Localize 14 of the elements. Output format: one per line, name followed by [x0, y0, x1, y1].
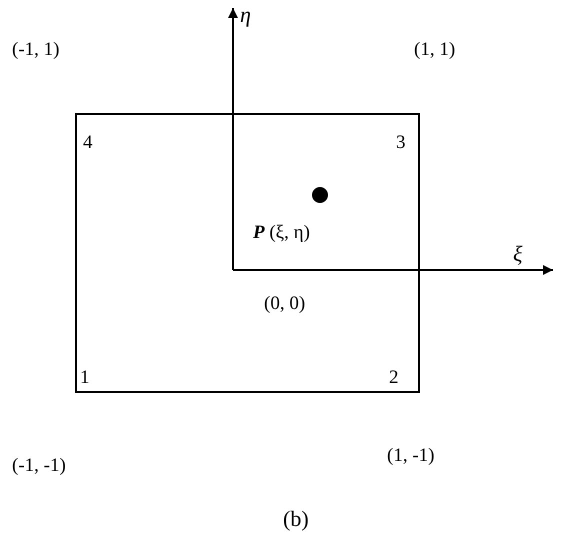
- caption: (b): [283, 508, 309, 530]
- coordinate-label: (-1, 1): [12, 40, 60, 59]
- square-element: [75, 113, 420, 393]
- node-number: 4: [83, 133, 92, 152]
- coordinate-label: (1, -1): [387, 446, 434, 465]
- axis-label: ξ: [513, 243, 522, 265]
- point-label: P (ξ, η): [253, 223, 310, 242]
- coordinate-label: (0, 0): [264, 294, 306, 313]
- coordinate-label: (-1, -1): [12, 456, 66, 475]
- node-number: 2: [389, 368, 398, 387]
- axis-label: η: [240, 4, 251, 26]
- coordinate-label: (1, 1): [414, 40, 456, 59]
- node-number: 3: [396, 133, 406, 152]
- node-number: 1: [80, 368, 90, 387]
